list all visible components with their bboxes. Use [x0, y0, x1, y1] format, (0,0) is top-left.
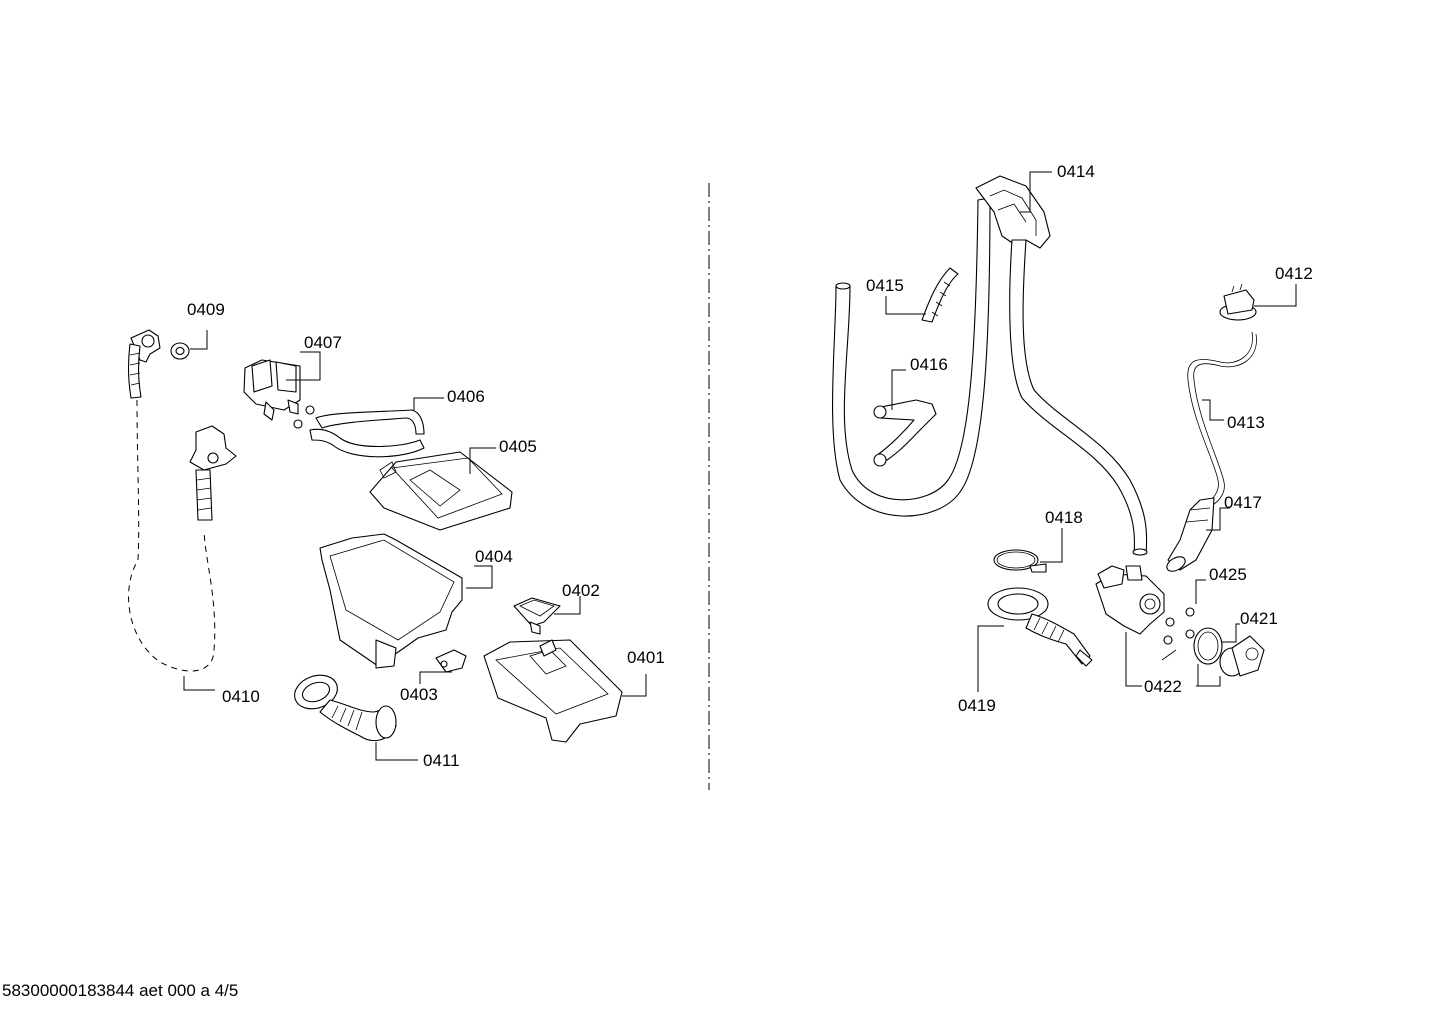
label-0417: 0417 [1224, 493, 1262, 512]
label-0405: 0405 [499, 437, 537, 456]
label-0402: 0402 [562, 581, 600, 600]
part-inlet-valve[interactable] [243, 359, 315, 429]
label-0413: 0413 [1227, 413, 1265, 432]
label-0407: 0407 [304, 333, 342, 352]
label-0419: 0419 [958, 696, 996, 715]
part-connecting-hoses[interactable] [309, 409, 425, 458]
part-screws[interactable] [1161, 607, 1195, 661]
part-drain-hose-assembly[interactable] [831, 175, 1148, 556]
label-0406: 0406 [447, 387, 485, 406]
part-bellows-hose[interactable] [290, 669, 397, 742]
part-inlet-hose-lower[interactable] [189, 425, 237, 521]
part-inlet-hose-upper[interactable] [128, 329, 161, 399]
part-seal-ring[interactable] [1193, 627, 1223, 665]
part-dispenser-drawer[interactable] [483, 639, 623, 743]
label-0425: 0425 [1209, 565, 1247, 584]
part-pressure-hose[interactable] [1187, 331, 1257, 505]
part-washer[interactable] [170, 342, 190, 360]
part-clip[interactable] [435, 649, 467, 673]
label-0409: 0409 [187, 300, 225, 319]
part-dispenser-insert[interactable] [513, 597, 561, 635]
part-dispenser-housing[interactable] [319, 533, 463, 669]
label-0404: 0404 [475, 547, 513, 566]
document-code: 58300000183844 aet 000 a 4/5 [2, 981, 239, 1000]
part-clamp-ring[interactable] [993, 549, 1047, 573]
part-small-hose[interactable] [921, 267, 959, 323]
label-0411: 0411 [423, 751, 460, 770]
label-0403: 0403 [400, 685, 438, 704]
label-0418: 0418 [1045, 508, 1083, 527]
label-0416: 0416 [910, 355, 948, 374]
part-inlet-hose-dashed [128, 399, 216, 672]
label-0412: 0412 [1275, 264, 1313, 283]
label-0414: 0414 [1057, 162, 1095, 181]
part-drain-bellows[interactable] [987, 587, 1093, 667]
part-air-trap[interactable] [1164, 497, 1215, 574]
part-pressure-switch[interactable] [1219, 283, 1257, 321]
label-0401: 0401 [627, 648, 665, 667]
label-0422: 0422 [1144, 677, 1182, 696]
part-dispenser-lid[interactable] [369, 451, 513, 531]
label-0410: 0410 [222, 687, 260, 706]
part-y-connector[interactable] [873, 399, 937, 467]
part-pump-filter[interactable] [1219, 635, 1265, 677]
label-0415: 0415 [866, 276, 904, 295]
part-drain-pump[interactable] [1095, 565, 1165, 635]
label-0421: 0421 [1240, 609, 1278, 628]
